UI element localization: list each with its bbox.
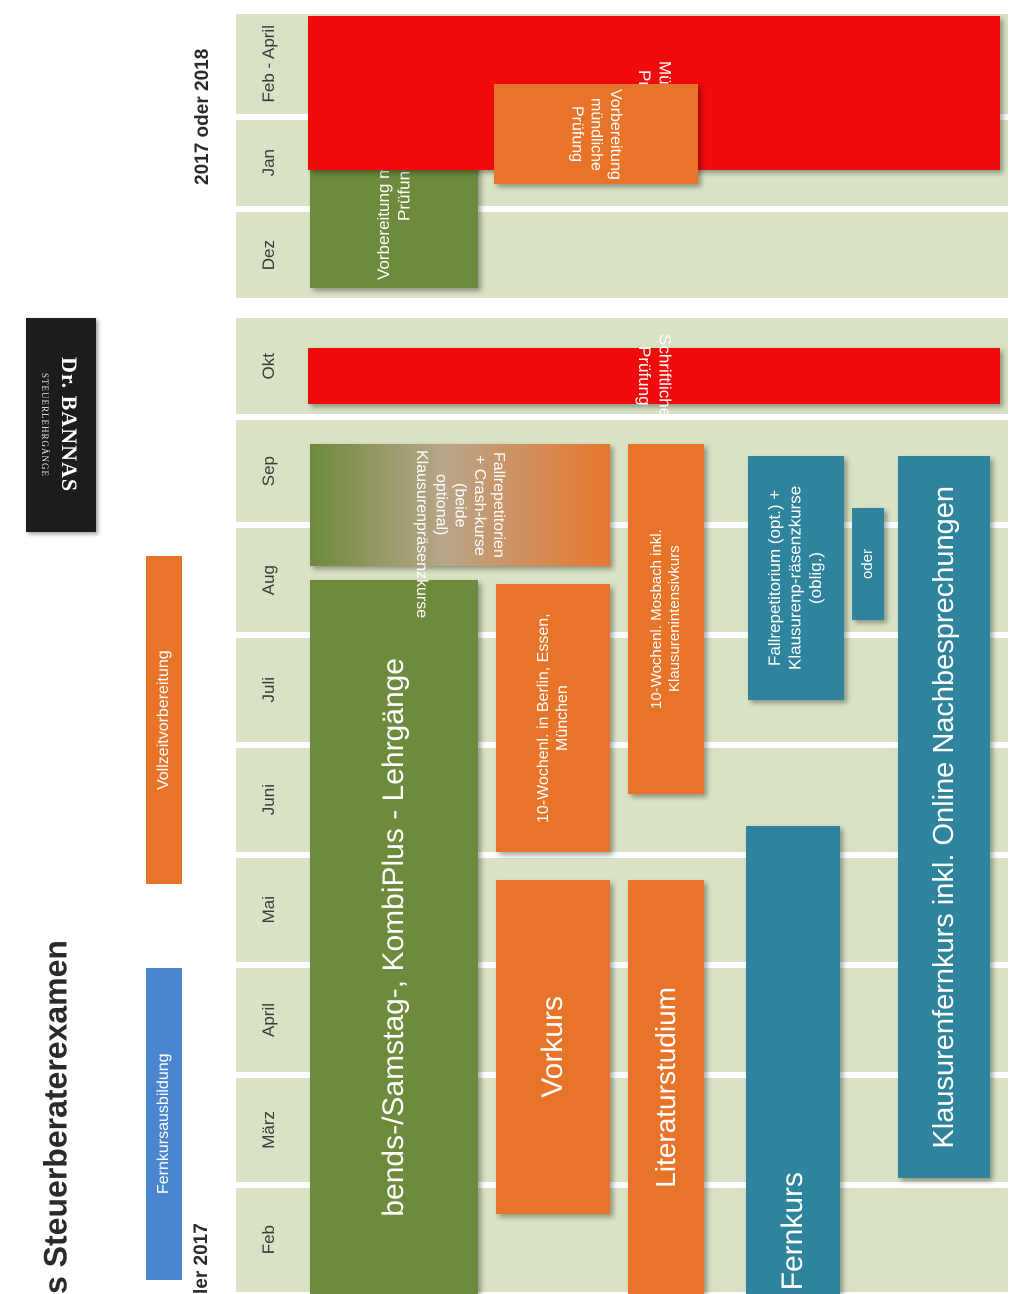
- legend-fernkurs: Fernkursausbildung: [146, 968, 182, 1280]
- bar-fallrepetitorien: Fallrepetitorien + Crash-kurse (beide op…: [310, 444, 610, 618]
- month-jan: Jan: [236, 120, 302, 206]
- month-feb-april: Feb - April: [236, 14, 302, 114]
- bar-vorbereitung-muendlich-orange: Vorbereitung mündliche Prüfung: [494, 84, 698, 184]
- bar-fernkurs: Fernkurs: [746, 826, 840, 1294]
- month-feb: Feb: [236, 1188, 302, 1292]
- month-mai: Mai: [236, 858, 302, 962]
- month-juni: Juni: [236, 748, 302, 852]
- legend-vollzeit: Vollzeitvorbereitung: [146, 556, 182, 884]
- bar-oder: oder: [852, 508, 884, 620]
- page-title: s Steuerberaterexamen: [37, 940, 74, 1294]
- bannas-logo: STEUERLEHRGÄNGE Dr. BANNAS: [26, 318, 96, 532]
- bar-zehn-wochen-berlin: 10-Wochenl. in Berlin, Essen, München: [496, 584, 610, 852]
- logo-line1: STEUERLEHRGÄNGE: [40, 373, 50, 477]
- month-april: April: [236, 968, 302, 1072]
- year-label-right: 2017 oder 2018: [192, 48, 213, 186]
- bar-vorkurs: Vorkurs: [496, 880, 610, 1214]
- month-okt: Okt: [236, 318, 302, 414]
- month-dez: Dez: [236, 212, 302, 298]
- bar-klausurenfernkurs: Klausurenfernkurs inkl. Online Nachbespr…: [898, 456, 990, 1178]
- month-sep: Sep: [236, 420, 302, 522]
- year-label-left: ler 2017: [191, 1223, 212, 1294]
- month-maerz: März: [236, 1078, 302, 1182]
- bar-schriftliche-pruefung: Schriftliche Prüfung: [308, 334, 1000, 418]
- logo-line2: Dr. BANNAS: [57, 357, 82, 493]
- bar-fallrepetitorium-teal: Fallrepetitorium (opt.) + Klausurenp-räs…: [748, 456, 844, 700]
- bar-literaturstudium: Literaturstudium: [628, 880, 704, 1294]
- bar-lehrgaenge: bends-/Samstag-, KombiPlus - Lehrgänge: [310, 580, 478, 1294]
- month-aug: Aug: [236, 528, 302, 632]
- month-juli: Juli: [236, 638, 302, 742]
- bar-zehn-wochen-mosbach: 10-Wochenl. Mosbach inkl. Klausureninten…: [628, 444, 704, 794]
